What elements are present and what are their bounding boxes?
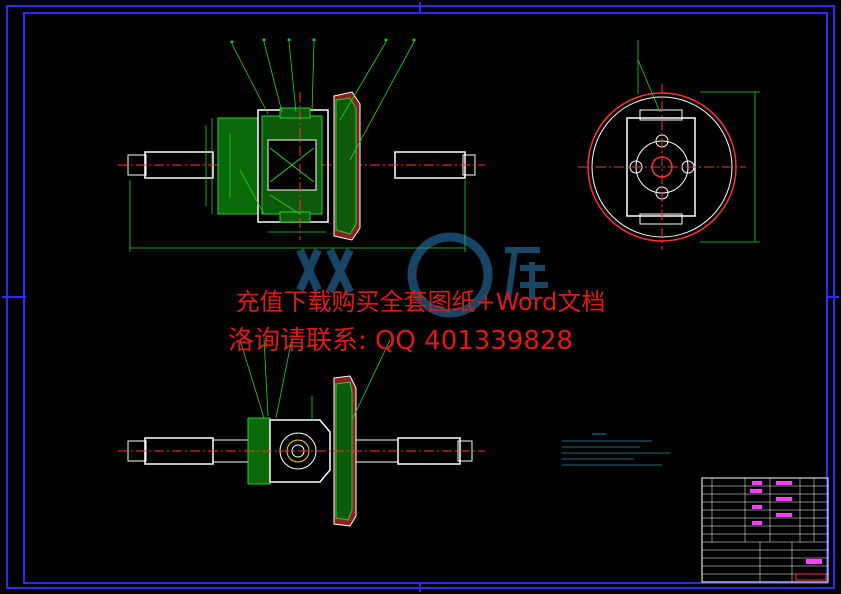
watermark-line-1: 充值下载购买全套图纸+Word文档 — [235, 288, 606, 316]
side-view — [578, 40, 760, 250]
front-section-view — [118, 38, 485, 252]
top-view — [118, 337, 485, 527]
watermark-line-2: 洛询请联系: QQ 401339828 — [227, 326, 574, 356]
technical-notes — [562, 433, 670, 466]
logo-watermark — [296, 232, 548, 318]
title-block — [701, 477, 829, 583]
